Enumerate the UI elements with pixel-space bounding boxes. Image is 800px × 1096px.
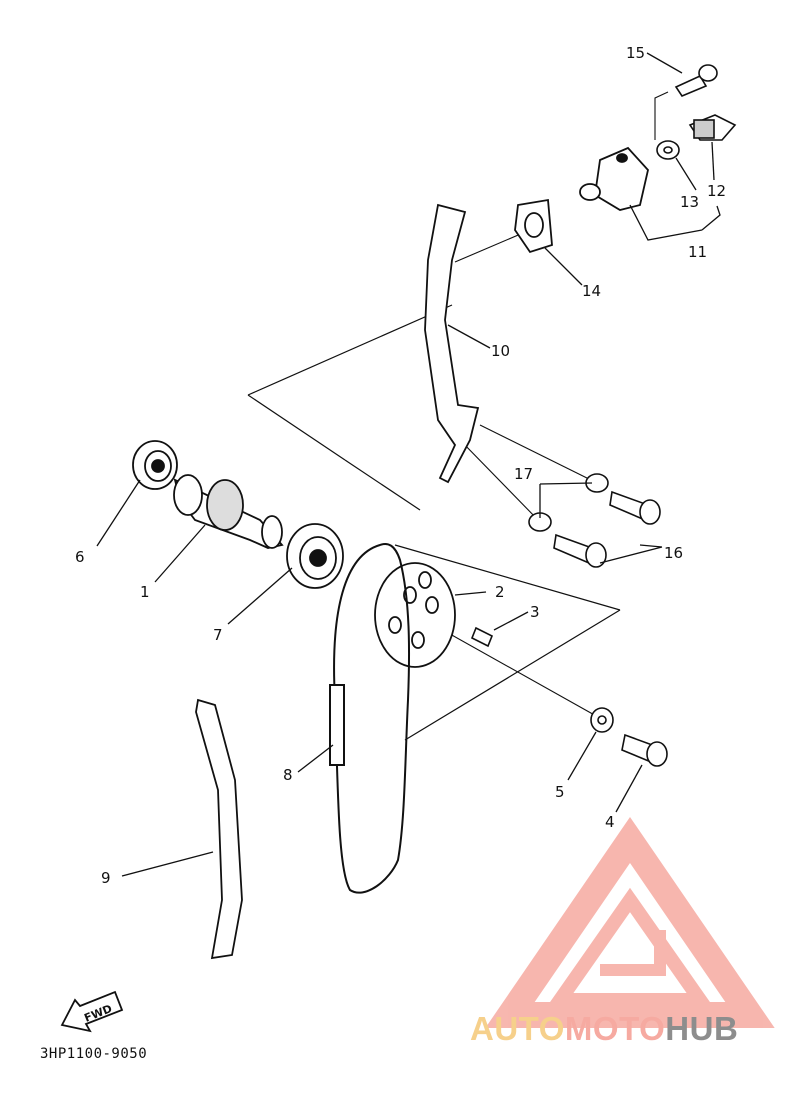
callout-16: 16: [664, 544, 683, 562]
callout-15: 15: [626, 44, 645, 62]
leader-lines: [96, 52, 721, 877]
callout-5: 5: [555, 783, 565, 801]
chain-guide-part-9: [195, 698, 243, 960]
callout-labels: 1 2 3 4 5 6 7 8 9 10 11 12 13 14 15 16 1…: [75, 44, 726, 887]
callout-14: 14: [582, 282, 601, 300]
diagram-code: 3HP1100-9050: [40, 1046, 148, 1062]
callout-2: 2: [495, 583, 505, 601]
callout-13: 13: [680, 193, 699, 211]
callout-17: 17: [514, 465, 533, 483]
callout-11: 11: [688, 243, 707, 261]
tensioner-assembly-part-11: [579, 146, 649, 211]
watermark-logo: [485, 817, 775, 1028]
bearing-part-7: [286, 523, 344, 589]
bolt-part-4: [621, 733, 668, 767]
gasket-part-14: [514, 198, 553, 254]
bolt-part-16: [553, 490, 661, 568]
centerlines: [424, 91, 669, 718]
callout-4: 4: [605, 813, 615, 831]
callout-6: 6: [75, 548, 85, 566]
callout-3: 3: [530, 603, 540, 621]
bolt-part-15: [674, 64, 718, 97]
cap-bolt-part-12: [688, 114, 737, 141]
assembly-frame: [247, 304, 621, 741]
forward-arrow-icon: FWD: [60, 990, 124, 1033]
washer-part-5: [590, 707, 614, 733]
washer-part-13: [656, 140, 680, 160]
callout-10: 10: [491, 342, 510, 360]
tensioner-guide-part-10: [424, 203, 480, 484]
callout-1: 1: [140, 583, 150, 601]
callout-8: 8: [283, 766, 293, 784]
callout-12: 12: [707, 182, 726, 200]
sprocket-part-2: [374, 562, 456, 668]
callout-7: 7: [213, 626, 223, 644]
bearing-part-6: [132, 440, 178, 490]
dowel-pin-part-3: [470, 626, 494, 648]
watermark-auto: AUTO: [470, 1010, 565, 1047]
watermark-moto: MOTO: [564, 1010, 666, 1047]
washer-part-17: [528, 473, 609, 532]
callout-9: 9: [101, 869, 111, 887]
watermark-text: AUTOMOTOHUB: [470, 1010, 738, 1048]
watermark-hub: HUB: [665, 1010, 739, 1047]
camshaft-part-1: [173, 474, 284, 549]
timing-chain-part-8: [329, 542, 411, 894]
